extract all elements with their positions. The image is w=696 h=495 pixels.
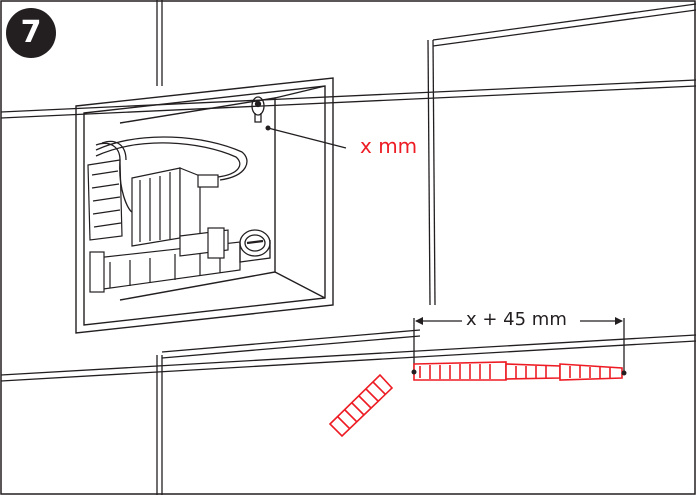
tile-joint-bottom — [0, 334, 696, 376]
cutout-back-wall — [119, 97, 276, 301]
extension-rod — [413, 361, 623, 381]
tile-joint-top — [0, 79, 696, 113]
depth-leader-dot — [265, 125, 271, 131]
tile-joint-top — [0, 85, 696, 119]
cut-rod-piece — [328, 373, 394, 438]
transformer-side — [179, 167, 201, 239]
wires — [95, 136, 248, 213]
rod-length-label: x + 45 mm — [466, 309, 567, 330]
side-bracket — [89, 251, 105, 293]
tile-joint-vertical — [427, 39, 431, 306]
terminal-block — [87, 159, 123, 241]
wall-cutout — [75, 77, 334, 334]
rod-dimension — [413, 317, 625, 372]
tile-joint-bottom — [0, 340, 696, 382]
tile-joint-diagonal — [432, 3, 696, 41]
cutout-depth-line — [274, 85, 326, 99]
tile-joint-vertical — [432, 39, 436, 306]
transformer-body — [131, 167, 181, 247]
cutout-depth-line — [274, 271, 326, 299]
cutout-outer-frame — [75, 77, 334, 334]
tile-joint-diagonal — [161, 335, 421, 359]
rod-end-dot — [621, 370, 627, 376]
depth-leader-line — [267, 127, 347, 149]
step-number-badge: 7 — [6, 8, 56, 58]
rear-bracket — [207, 227, 225, 259]
wall-depth-label: x mm — [360, 134, 418, 158]
rod-end-dot — [411, 369, 417, 375]
connector — [197, 174, 219, 188]
valve-knob — [239, 229, 271, 263]
keyhole-slot — [251, 96, 265, 123]
internal-mechanism — [87, 159, 241, 293]
tile-joint-diagonal — [161, 329, 421, 353]
tile-joint-diagonal — [432, 9, 696, 47]
